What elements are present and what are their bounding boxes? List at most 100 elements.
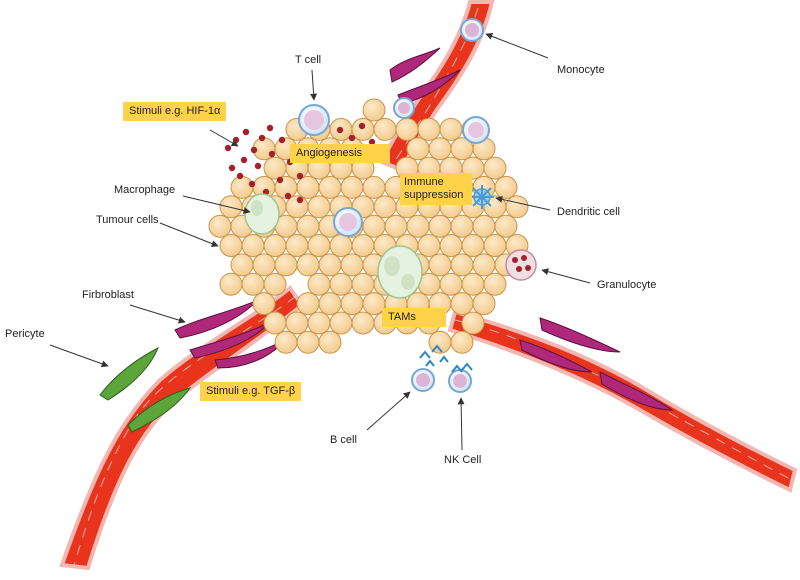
stimuli-dot <box>224 144 232 152</box>
stimuli-dot <box>228 164 236 172</box>
label-tumour-cells: Tumour cells <box>96 214 159 226</box>
tumour-cell <box>406 137 430 161</box>
tumour-cell <box>318 253 342 277</box>
tumour-cell <box>263 234 287 257</box>
tumour-cell <box>384 214 408 238</box>
tumour-cell <box>417 234 441 257</box>
stimuli-dot <box>248 180 256 188</box>
tumour-cell <box>263 156 287 180</box>
label-b-cell: B cell <box>330 434 357 446</box>
tumour-cell <box>263 272 287 296</box>
box-stimuli-tgf: Stimuli e.g. TGF-β <box>200 382 302 401</box>
tumour-cell <box>241 272 265 296</box>
box-stimuli-hif: Stimuli e.g. HIF-1α <box>123 102 227 121</box>
label-t-cell: T cell <box>295 54 322 66</box>
tumour-cell <box>307 272 331 296</box>
tumour-cell <box>318 175 342 199</box>
tumour-cell <box>296 330 320 354</box>
stimuli-dot <box>336 126 344 134</box>
stimuli-dot <box>242 128 250 136</box>
tumour-cell <box>274 253 298 277</box>
immune-line-1: Immune <box>404 176 444 188</box>
tumour-cell <box>296 175 320 199</box>
label-granulocyte: Granulocyte <box>597 279 657 291</box>
tumour-cell <box>373 117 397 141</box>
stimuli-dot <box>250 146 258 154</box>
tumour-cell <box>450 292 474 316</box>
tumour-cell <box>417 117 441 141</box>
tumour-cell <box>439 234 463 257</box>
label-pericyte: Pericyte <box>5 328 45 340</box>
tumour-cell <box>230 175 254 199</box>
tumour-cell <box>307 311 331 335</box>
tumour-cell <box>285 234 309 257</box>
immune-cells <box>298 18 537 393</box>
immune-line-2: suppression <box>404 189 464 201</box>
granulocyte-shape <box>505 249 537 281</box>
stimuli-dot <box>266 124 274 132</box>
tumour-cell <box>252 292 276 316</box>
tumour-cell <box>318 330 342 354</box>
vessel-right <box>447 309 798 493</box>
stimuli-dot <box>254 162 262 170</box>
label-fibroblast: Firbroblast <box>82 289 134 301</box>
stimuli-dot <box>368 138 376 146</box>
tumour-cell <box>340 292 364 316</box>
tumour-cell <box>219 234 243 257</box>
tumour-cell <box>351 311 375 335</box>
tumour-cell <box>406 214 430 238</box>
tumour-cell <box>461 272 485 296</box>
tumour-cell <box>461 311 485 335</box>
tumour-cell <box>329 272 353 296</box>
tumour-cell <box>241 234 265 257</box>
tumour-cell <box>450 214 474 238</box>
tumour-cell <box>472 214 496 238</box>
stimuli-dot <box>296 196 304 204</box>
label-macrophage: Macrophage <box>114 184 176 196</box>
tumour-cell <box>395 117 419 141</box>
tumour-cell <box>285 311 309 335</box>
tumour-cell <box>483 272 507 296</box>
tumour-cell <box>450 330 474 354</box>
tumour-cell <box>494 175 518 199</box>
box-tams: TAMs <box>382 308 446 327</box>
tumour-cell <box>351 234 375 257</box>
stimuli-dot <box>236 172 244 180</box>
box-immune-suppression: Immune suppression <box>400 173 472 205</box>
tumour-cell <box>351 117 375 141</box>
stimuli-particles <box>224 122 376 230</box>
tumour-cell <box>428 253 452 277</box>
stimuli-dot <box>232 136 240 144</box>
tumour-cell <box>307 195 331 219</box>
label-nk-cell: NK Cell <box>444 454 482 466</box>
tumour-cell <box>373 195 397 219</box>
tumour-cell <box>472 292 496 316</box>
pointer-arrows <box>49 33 591 451</box>
tumour-cell <box>230 253 254 277</box>
stimuli-dot <box>296 172 304 180</box>
tumour-cell <box>219 195 243 219</box>
tumour-cell <box>483 234 507 257</box>
tumour-cell <box>208 214 232 238</box>
tumour-cell <box>483 156 507 180</box>
tumour-cell <box>439 272 463 296</box>
pericytes <box>99 346 192 433</box>
tumour-cell <box>494 214 518 238</box>
stimuli-dot <box>278 136 286 144</box>
tumour-cell <box>362 98 386 122</box>
tumour-cell <box>362 175 386 199</box>
label-dendritic-cell: Dendritic cell <box>557 206 620 218</box>
tumour-cell <box>296 292 320 316</box>
tumour-cell <box>351 272 375 296</box>
tumour-cell <box>252 253 276 277</box>
stimuli-dot <box>276 176 284 184</box>
tumour-cell <box>263 311 287 335</box>
stimuli-dot <box>348 134 356 142</box>
tumour-cell <box>329 311 353 335</box>
stimuli-dot <box>284 192 292 200</box>
macrophages <box>244 193 423 299</box>
tumour-cell <box>505 195 529 219</box>
stimuli-dot <box>240 156 248 164</box>
